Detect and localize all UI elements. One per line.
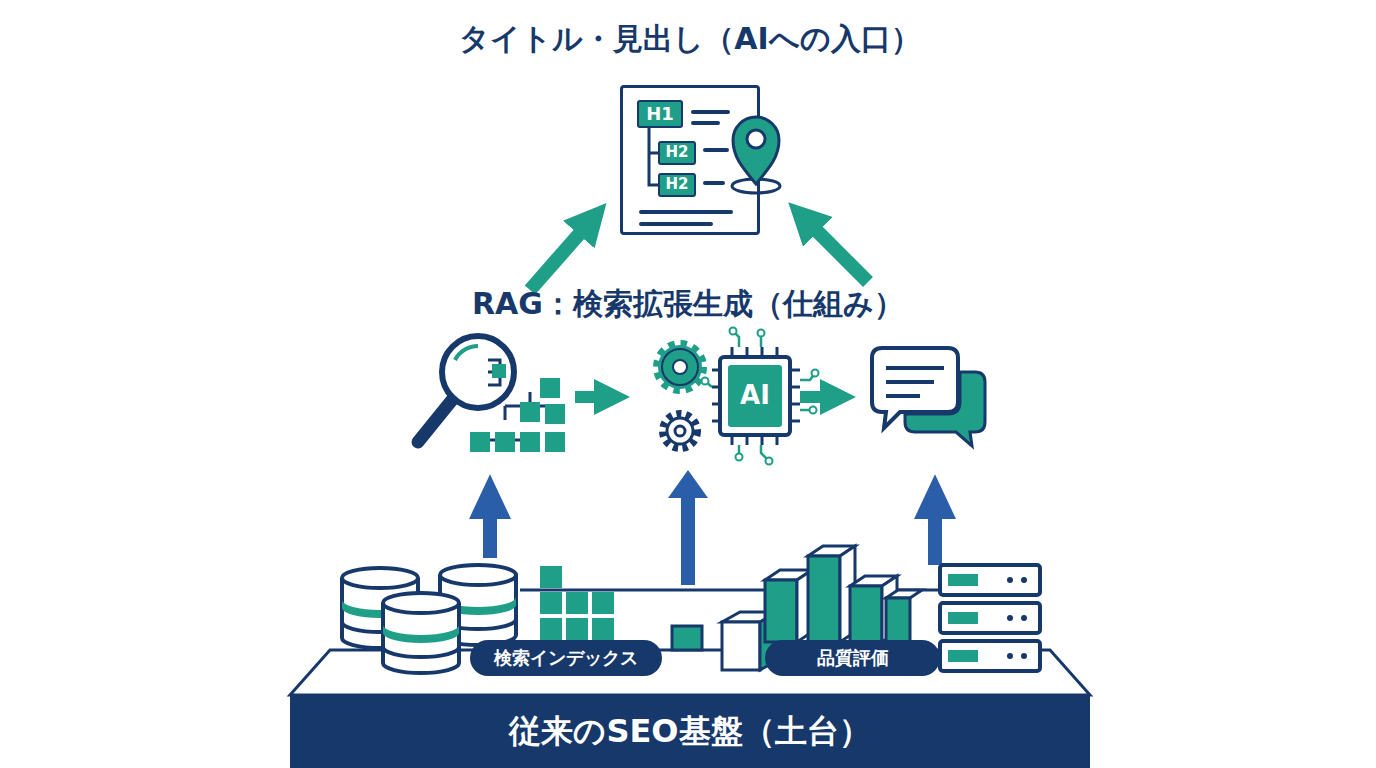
text-line — [705, 181, 723, 185]
flow-arrow — [530, 224, 588, 290]
heading-tag: H1 — [637, 100, 683, 128]
band-fill — [290, 695, 1090, 768]
server-led — [1007, 653, 1013, 659]
text-line — [693, 110, 728, 114]
chip-text: AI — [728, 365, 782, 427]
server-led — [1021, 615, 1027, 621]
text-line — [705, 148, 727, 152]
text-line — [641, 210, 731, 214]
gear-body — [662, 349, 698, 385]
band-text: 従来のSEO基盤（土台） — [290, 695, 1090, 768]
circuit-node — [812, 370, 819, 377]
circuit-node — [702, 378, 709, 385]
chart-square — [545, 432, 565, 452]
chip-core — [728, 365, 782, 427]
grid-square — [540, 566, 562, 588]
chat-line — [886, 366, 944, 370]
heading-text: タイトル・見出し（AIへの入口） — [340, 16, 1040, 62]
grid-square — [540, 592, 562, 614]
circuit-node — [736, 454, 743, 461]
document-card: タイトル・見出し（AIへの入口）H1H2H2 — [620, 85, 760, 235]
chart-square — [492, 364, 506, 378]
base-pill: 品質評価 — [765, 640, 940, 676]
support-arrow — [668, 470, 708, 585]
base-pill: 検索インデックス — [470, 640, 662, 676]
server-stack — [940, 565, 1040, 671]
bar-front — [765, 580, 797, 642]
index-grid — [540, 566, 614, 640]
chart-square — [545, 404, 565, 424]
database-icon — [383, 593, 459, 673]
bar-front — [722, 622, 760, 670]
gear-body — [667, 418, 693, 444]
grid-square — [540, 618, 562, 640]
flow-arrow — [575, 391, 606, 403]
bar-front — [808, 556, 840, 642]
text-line — [641, 222, 711, 226]
grid-square — [592, 618, 614, 640]
pin-hole — [747, 130, 765, 148]
circuit-node — [766, 458, 773, 465]
server-led — [1007, 615, 1013, 621]
server-panel — [948, 650, 978, 662]
chat-line — [886, 394, 920, 398]
chart-square — [520, 432, 540, 452]
ai-chip: AI — [645, 335, 795, 470]
bar-front — [886, 598, 910, 642]
chart-square — [540, 378, 560, 398]
location-pin — [733, 117, 779, 184]
server-panel — [948, 574, 978, 586]
tree-line — [649, 128, 658, 185]
heading-tag: H2 — [658, 173, 696, 197]
gear-hole — [675, 426, 685, 436]
gear-teeth — [663, 414, 697, 448]
magnifier-handle — [418, 400, 452, 442]
gear-teeth — [658, 345, 702, 389]
flow-arrow — [808, 222, 868, 282]
chat-bubble — [905, 372, 985, 446]
server-panel — [948, 612, 978, 624]
server-unit — [940, 603, 1040, 633]
lens-glint — [455, 346, 478, 360]
magnifier-icon — [418, 336, 514, 442]
server-unit — [940, 565, 1040, 595]
chip-body — [720, 357, 790, 435]
heading-tag: H2 — [658, 141, 696, 165]
grid-square — [592, 592, 614, 614]
grid-square — [566, 618, 588, 640]
flow-arrow — [800, 391, 832, 403]
foundation-band: 従来のSEO基盤（土台） 検索インデックス 品質評価 — [290, 585, 1090, 768]
chip-drawing — [645, 335, 795, 470]
section-label: RAG：検索拡張生成（仕組み） — [338, 280, 1038, 328]
circuit-node — [810, 407, 817, 414]
bar-front — [850, 586, 882, 642]
grid-square — [566, 592, 588, 614]
tag-text: H2 — [660, 143, 694, 163]
pill-text: 検索インデックス — [470, 640, 662, 676]
chat-line — [886, 380, 934, 384]
server-led — [1021, 653, 1027, 659]
chart-square — [520, 402, 540, 422]
support-arrow — [483, 505, 497, 558]
magnifier-lens — [442, 336, 514, 408]
chart-square — [495, 432, 515, 452]
text-line — [693, 121, 718, 125]
tag-text: H2 — [660, 175, 694, 195]
server-led — [1021, 577, 1027, 583]
small-block — [672, 626, 702, 650]
chat-icon — [872, 348, 985, 446]
server-unit — [940, 641, 1040, 671]
server-led — [1007, 577, 1013, 583]
gear-hole — [673, 360, 687, 374]
support-arrow — [928, 505, 942, 565]
circuit-node — [758, 330, 765, 337]
circuit-node — [730, 328, 737, 335]
chart-square — [470, 432, 490, 452]
pill-text: 品質評価 — [765, 640, 940, 676]
tag-text: H1 — [639, 102, 681, 126]
